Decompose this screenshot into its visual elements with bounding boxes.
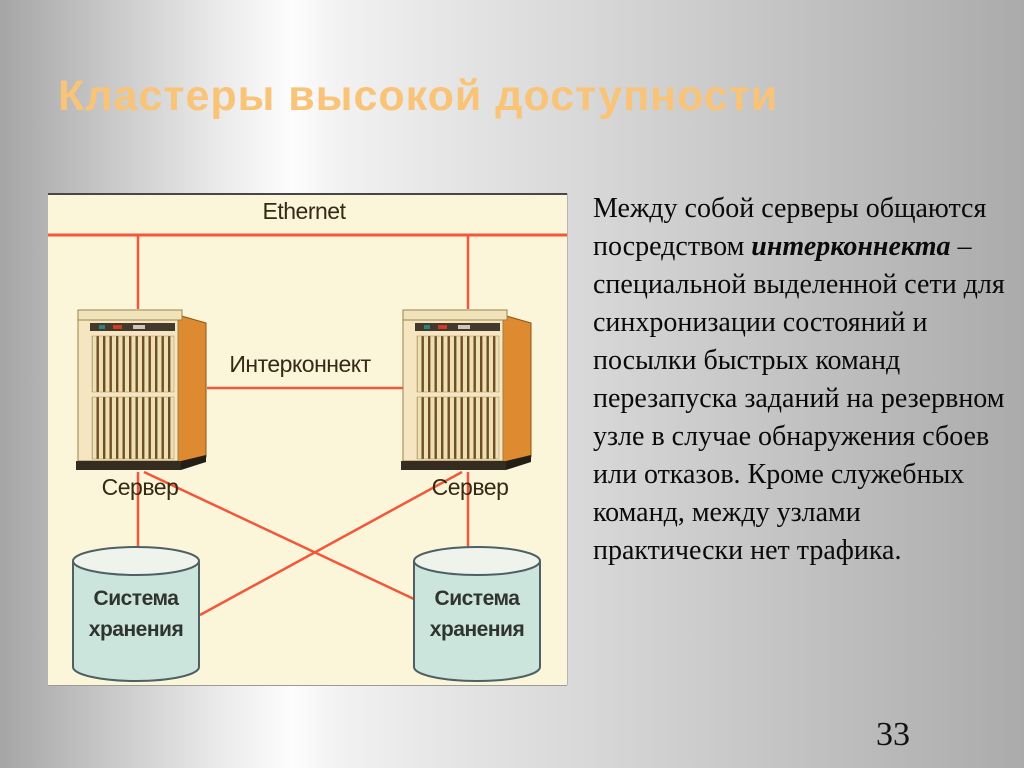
body-paragraph: Между собой серверы общаются посредством… [593,190,1009,570]
cluster-diagram: Ethernet Интерконнект Сервер Сервер Сист… [48,193,567,685]
server-right-label: Сервер [431,474,509,500]
body-text-emphasis: интерконнекта [751,231,951,262]
interconnect-label: Интерконнект [229,351,371,377]
storage-left-label-line1: Система [93,587,179,610]
storage-right-label: Система хранения [414,583,540,645]
body-text-part2: – специальной выделенной сети для синхро… [593,231,1005,566]
ethernet-label: Ethernet [262,198,346,224]
body-text-part1: Между собой серверы общаются посредством [593,193,987,262]
server-left-icon [75,309,207,471]
storage-right-label-line1: Система [434,587,520,610]
storage-right-label-line2: хранения [429,618,525,641]
cluster-diagram-graphics [48,233,567,682]
server-right-icon [400,309,532,471]
cross-link-right-server [199,470,463,617]
page-title: Кластеры высокой доступности [58,72,779,120]
storage-left-label-line2: хранения [88,618,184,641]
storage-left-label: Система хранения [73,583,199,645]
cross-link-left-server [143,470,417,602]
page-number: 33 [876,716,910,753]
server-left-label: Сервер [101,474,179,500]
